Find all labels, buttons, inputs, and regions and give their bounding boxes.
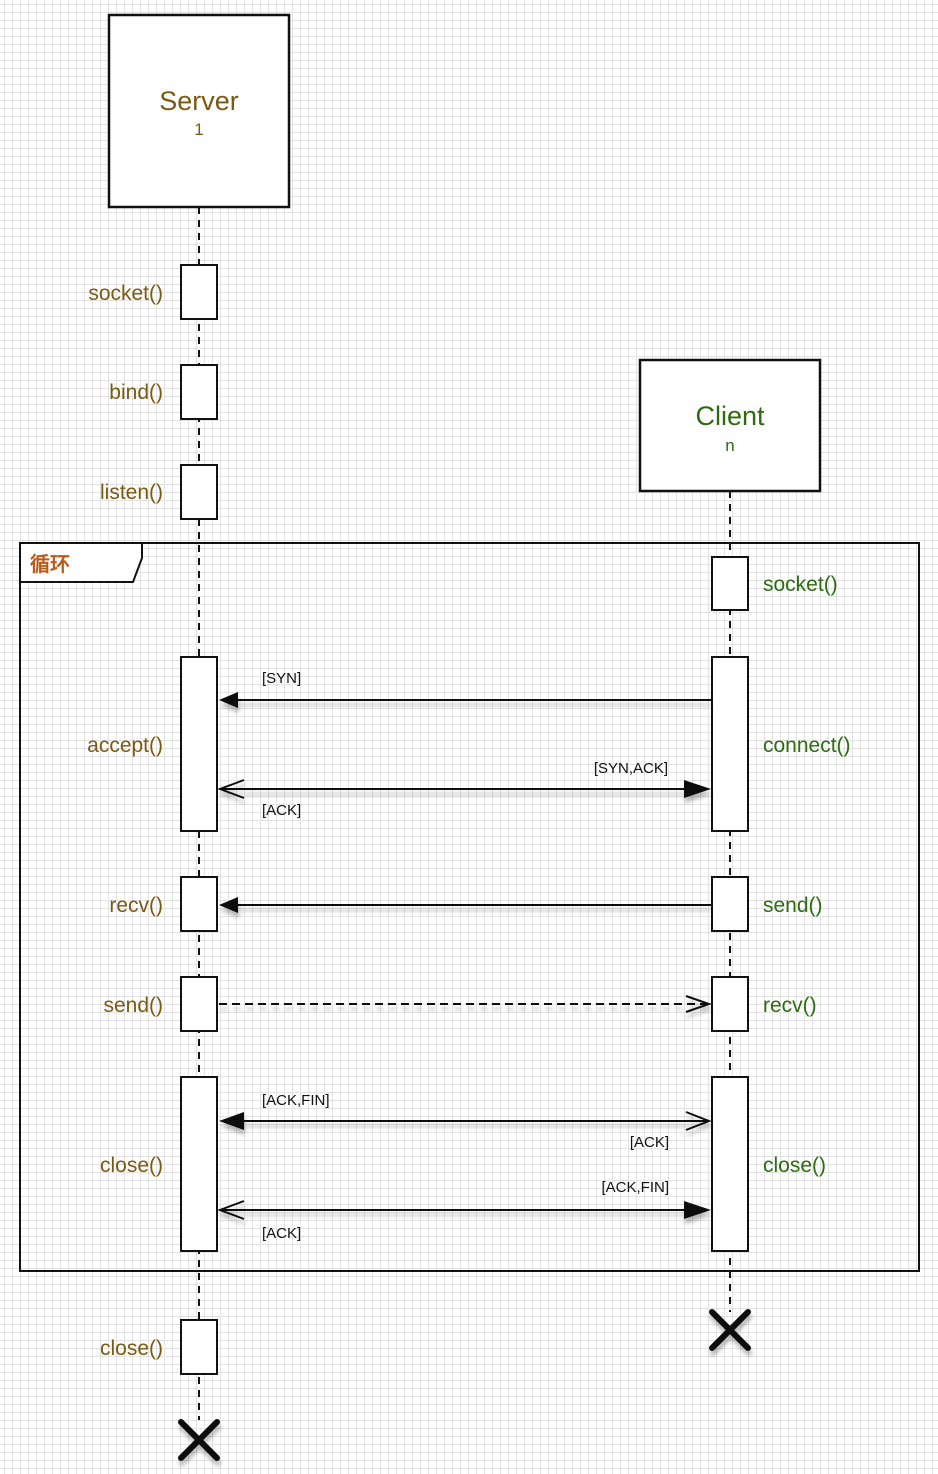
message-label-ack-3: [ACK] [262, 1225, 301, 1242]
message-client-send[interactable] [219, 897, 711, 913]
server-call-close-final: close() [100, 1337, 163, 1360]
open-arrowhead-icon [217, 1200, 245, 1220]
client-call-close: close() [763, 1154, 826, 1177]
server-activation-close[interactable] [180, 1076, 218, 1252]
filled-arrowhead-icon [219, 692, 238, 708]
message-label-ack-fin-2: [ACK,FIN] [601, 1179, 669, 1196]
client-participant[interactable]: Client n [638, 358, 822, 493]
server-multiplicity: 1 [194, 120, 203, 139]
server-call-bind: bind() [109, 381, 163, 404]
message-ack-fin-2[interactable] [217, 1200, 711, 1220]
client-call-connect: connect() [763, 734, 851, 757]
open-arrowhead-icon [685, 1111, 712, 1131]
message-label-syn-ack: [SYN,ACK] [594, 760, 668, 777]
message-label-syn: [SYN] [262, 670, 301, 687]
server-call-socket: socket() [88, 282, 163, 305]
server-activation-close-final[interactable] [180, 1319, 218, 1375]
filled-arrowhead-icon [219, 897, 238, 913]
filled-arrowhead-icon [219, 1112, 244, 1130]
server-activation-accept[interactable] [180, 656, 218, 832]
server-activation-socket[interactable] [180, 264, 218, 320]
open-arrowhead-icon [685, 995, 713, 1013]
client-activation-socket[interactable] [711, 556, 749, 611]
server-activation-bind[interactable] [180, 364, 218, 420]
message-label-ack-fin-1: [ACK,FIN] [262, 1092, 330, 1109]
server-participant[interactable]: Server 1 [107, 13, 291, 209]
server-activation-send[interactable] [180, 976, 218, 1032]
client-call-recv: recv() [763, 994, 817, 1017]
client-call-send: send() [763, 894, 823, 917]
server-call-recv: recv() [109, 894, 163, 917]
message-syn[interactable] [219, 692, 711, 708]
client-activation-connect[interactable] [711, 656, 749, 832]
client-destroy-x-icon [709, 1309, 751, 1351]
client-activation-send[interactable] [711, 876, 749, 932]
server-activation-recv[interactable] [180, 876, 218, 932]
server-call-close: close() [100, 1154, 163, 1177]
client-title: Client [695, 401, 765, 431]
server-call-send: send() [103, 994, 163, 1017]
server-title: Server [159, 86, 239, 116]
open-arrowhead-icon [217, 779, 245, 799]
client-activation-recv[interactable] [711, 976, 749, 1032]
server-activation-listen[interactable] [180, 464, 218, 520]
filled-arrowhead-icon [684, 1201, 711, 1219]
message-ack-fin-1[interactable] [219, 1111, 712, 1131]
loop-frame[interactable]: 循环 [19, 542, 920, 1272]
message-label-ack-1: [ACK] [262, 802, 301, 819]
server-destroy-x-icon [178, 1419, 220, 1461]
client-multiplicity: n [725, 436, 734, 455]
filled-arrowhead-icon [684, 780, 711, 798]
server-call-accept: accept() [87, 734, 163, 757]
server-call-listen: listen() [100, 481, 163, 504]
message-server-send[interactable] [219, 995, 713, 1013]
client-call-socket: socket() [763, 573, 838, 596]
message-syn-ack[interactable] [217, 779, 711, 799]
loop-frame-label: 循环 [30, 552, 70, 576]
message-label-ack-2: [ACK] [630, 1134, 669, 1151]
client-activation-close[interactable] [711, 1076, 749, 1252]
